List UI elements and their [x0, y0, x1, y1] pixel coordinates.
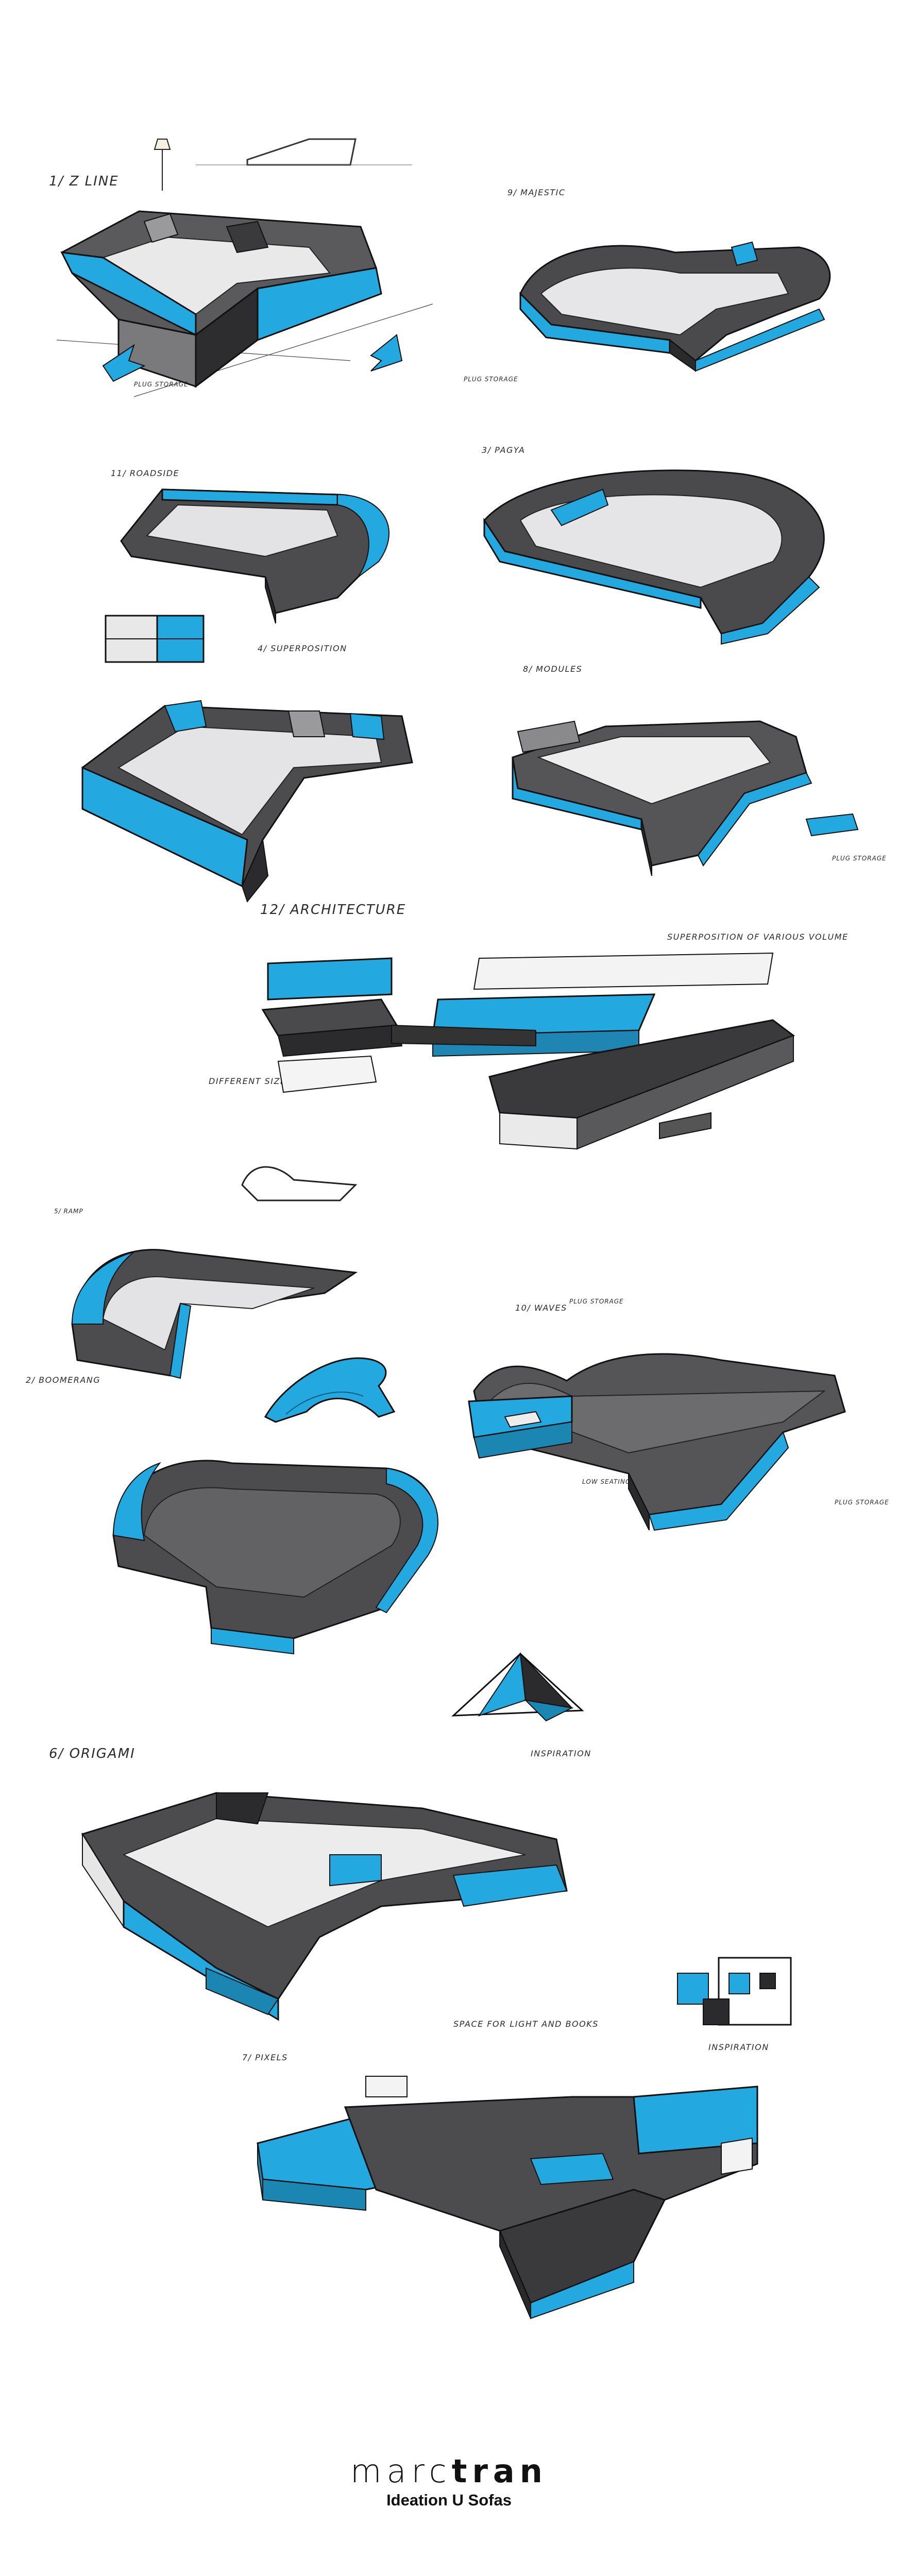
architecture-sketch [247, 943, 814, 1211]
z-line-note-2: PLUG STORAGE [464, 376, 518, 383]
footer: marctran Ideation U Sofas [0, 2452, 898, 2510]
waves-title: 10/ WAVES [515, 1303, 567, 1313]
boomerang-detail [255, 1340, 420, 1443]
waves-note-3: PLUG STORAGE [835, 1499, 889, 1506]
z-line-note-1: PLUG STORAGE [134, 381, 189, 388]
superposition-sketch [72, 670, 433, 907]
origami-sketch [62, 1772, 587, 2021]
brand-light: marc [350, 2452, 452, 2490]
roadside-title: 11/ ROADSIDE [111, 468, 180, 478]
architecture-title: 12/ ARCHITECTURE [260, 902, 406, 918]
architecture-note-1: SUPERPOSITION OF VARIOUS VOLUME [667, 932, 849, 942]
ramp-sketch [57, 1221, 376, 1386]
pixels-note: SPACE FOR LIGHT AND BOOKS [453, 2019, 599, 2029]
pixels-sketch [242, 2066, 778, 2319]
ramp-title: 5/ RAMP [54, 1208, 83, 1215]
modules-sketch [502, 701, 873, 891]
boomerang-title: 2/ BOOMERANG [26, 1375, 101, 1385]
origami-inspiration-sketch [448, 1643, 587, 1726]
superposition-title: 4/ SUPERPOSITION [258, 643, 347, 653]
majestic-sketch [510, 206, 860, 376]
pagoda-title: 3/ PAGYA [482, 445, 526, 455]
page-subtitle: Ideation U Sofas [386, 2491, 512, 2509]
superposition-detail [100, 611, 209, 672]
majestic-title: 9/ MAJESTIC [507, 188, 566, 197]
architecture-detail [237, 1154, 371, 1211]
origami-inspiration-label: INSPIRATION [531, 1749, 591, 1758]
waves-sketch [453, 1319, 855, 1546]
pixels-title: 7/ PIXELS [242, 2053, 288, 2062]
modules-note: PLUG STORAGE [832, 855, 887, 862]
pixels-inspiration-label: INSPIRATION [708, 2042, 769, 2052]
modules-title: 8/ MODULES [523, 664, 583, 674]
z-line-title: 1/ Z LINE [49, 174, 119, 189]
roadside-sketch [111, 474, 440, 629]
z-line-sketch [41, 118, 464, 417]
brand-bold: tran [451, 2452, 548, 2490]
pagoda-sketch [474, 459, 855, 665]
waves-note-1: PLUG STORAGE [569, 1298, 624, 1305]
brand-logo: marctran [0, 2452, 898, 2490]
boomerang-sketch [98, 1443, 448, 1680]
pixels-inspiration-sketch [672, 1953, 801, 2040]
origami-title: 6/ ORIGAMI [49, 1746, 135, 1761]
